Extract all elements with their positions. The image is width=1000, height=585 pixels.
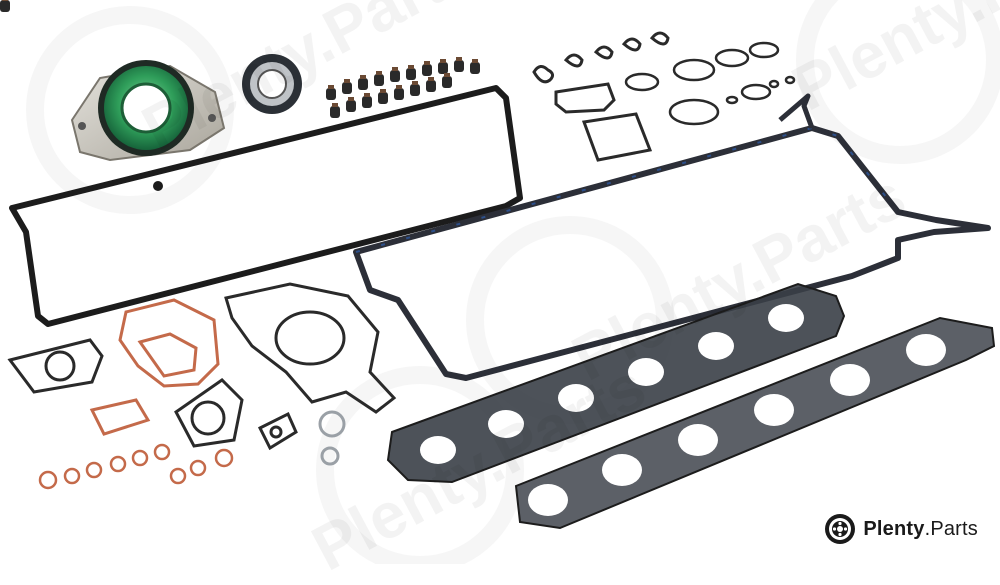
- oil-pan-gasket: [353, 93, 991, 381]
- copper-gaskets: [89, 298, 220, 436]
- water-pump-gasket: [224, 282, 397, 414]
- o-ring-set: [624, 41, 796, 126]
- exhaust-manifold-gasket: [514, 316, 996, 530]
- valve-stem-seals: [0, 0, 480, 118]
- intake-manifold-gasket: [386, 282, 846, 484]
- brand-name-bold: Plenty: [863, 517, 925, 540]
- copper-washers: [38, 443, 234, 490]
- small-port-gaskets: [532, 31, 670, 84]
- flange-gasket-left: [7, 338, 104, 394]
- brand-name: Plenty.Parts: [863, 518, 978, 541]
- gray-o-rings: [318, 410, 346, 466]
- front-crank-seal: [242, 54, 302, 114]
- egr-gasket: [257, 411, 298, 451]
- cover-gaskets-small: [554, 82, 653, 162]
- rear-main-seal-housing: [70, 60, 226, 162]
- brand-name-rest: .Parts: [924, 517, 978, 540]
- thermostat-gasket: [174, 378, 244, 448]
- gear-wheel-icon: [825, 514, 856, 544]
- valve-cover-gasket: [9, 85, 523, 327]
- brand-badge: Plenty.Parts: [823, 512, 978, 546]
- gasket-set-illustration: [0, 0, 996, 530]
